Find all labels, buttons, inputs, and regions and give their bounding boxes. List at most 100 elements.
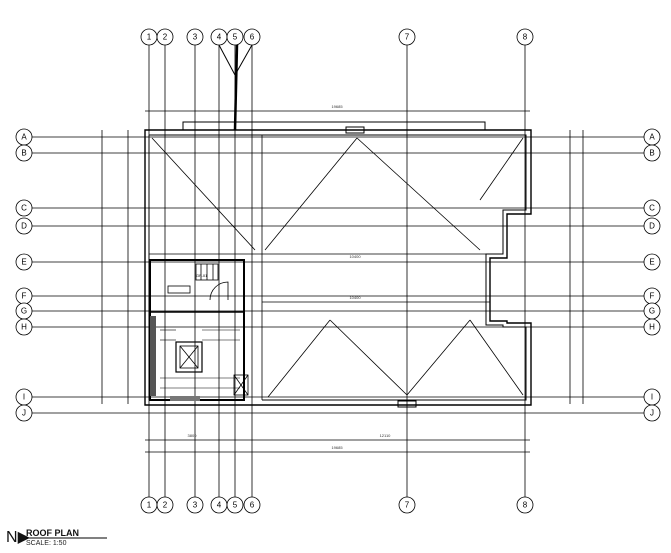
grid-bubble-label: I [651,393,653,402]
row-grid-bubble-left: F [15,287,33,305]
column-grid-bubble-bottom: 7 [398,496,416,514]
grid-bubble-label: B [21,149,26,158]
grid-bubble-label: 6 [250,501,255,510]
grid-bubble-label: B [649,149,654,158]
grid-bubble-label: 3 [193,501,198,510]
row-grid-bubble-left: I [15,388,33,406]
north-arrow: N▶ [6,527,30,547]
grid-bubble-circle [186,496,204,514]
column-grid-bubble-top: 4 [210,28,228,46]
grid-bubble-label: 5 [233,501,238,510]
dimension-lines [101,110,584,453]
grid-bubble-label: 1 [147,33,152,42]
grid-bubble-circle [15,199,33,217]
grid-bubble-label: 6 [250,33,255,42]
row-grid-bubble-left: H [15,318,33,336]
drawing-title: ROOF PLAN [26,528,79,538]
grid-bubble-label: J [650,409,654,418]
row-grid-bubble-left: D [15,217,33,235]
row-grid-bubble-right: A [643,128,661,146]
dim-bottom-bay-2: 12110 [380,433,392,438]
column-grid-bubble-top: 6 [243,28,261,46]
grid-bubble-circle [15,253,33,271]
column-grid-bubble-bottom: 5 [226,496,244,514]
dim-roof-span-lower: 10400 [349,295,361,300]
row-grid-bubble-right: B [643,144,661,162]
row-grid-bubble-right: G [643,302,661,320]
grid-bubble-circle [643,318,661,336]
grid-bubble-circle [156,28,174,46]
room-label: GF-01 [196,273,208,278]
grid-bubble-label: D [649,222,655,231]
grid-bubble-circle [398,496,416,514]
grid-bubble-label: 2 [163,33,168,42]
roof-slab-upper [149,135,524,400]
column-grid-bubble-bottom: 1 [140,496,158,514]
dim-bottom-bay-1: 3800 [188,433,198,438]
north-arrow-icon: ▶ [17,529,30,546]
grid-bubble-label: 8 [523,501,528,510]
column-grid-bubble-bottom: 6 [243,496,261,514]
column-grid-bubble-top: 2 [156,28,174,46]
grid-bubble-circle [226,496,244,514]
dim-top-overall: 19685 [331,104,343,109]
column-grid-bubble-bottom: 3 [186,496,204,514]
grid-bubble-label: 3 [193,33,198,42]
row-grid-bubble-right: I [643,388,661,406]
grid-bubble-label: 1 [147,501,152,510]
column-grid-bubble-bottom: 2 [156,496,174,514]
column-grid-bubble-bottom: 4 [210,496,228,514]
grid-bubble-circle [15,404,33,422]
grid-bubble-circle [643,144,661,162]
grid-bubble-label: F [22,292,27,301]
grid-bubble-circle [643,199,661,217]
grid-bubble-circle [643,217,661,235]
drawing-scale: SCALE: 1:50 [26,540,67,547]
column-grid-bubble-top: 7 [398,28,416,46]
grid-bubble-label: 4 [217,33,222,42]
grid-bubble-circle [516,496,534,514]
grid-bubble-label: D [21,222,27,231]
grid-bubble-circle [243,28,261,46]
grid-bubble-label: 8 [523,33,528,42]
row-grid-bubble-right: F [643,287,661,305]
grid-bubble-circle [156,496,174,514]
grid-bubble-circle [243,496,261,514]
row-grid-bubble-left: J [15,404,33,422]
grid-bubble-label: F [650,292,655,301]
column-grid-bubble-top: 5 [226,28,244,46]
grid-bubble-label: 2 [163,501,168,510]
dim-roof-span-upper: 10400 [349,254,361,259]
row-grid-bubble-right: E [643,253,661,271]
grid-bubble-label: 5 [233,33,238,42]
grid-bubble-label: E [21,258,26,267]
grid-bubble-label: C [649,204,655,213]
column-grid-bubble-bottom: 8 [516,496,534,514]
row-grid-bubble-left: C [15,199,33,217]
row-grid-bubble-right: D [643,217,661,235]
row-grid-bubble-left: B [15,144,33,162]
column-grid-bubble-top: 3 [186,28,204,46]
row-grid-bubble-left: G [15,302,33,320]
column-grid-bubble-top: 8 [516,28,534,46]
grid-bubble-label: G [21,307,27,316]
row-grid-bubble-left: E [15,253,33,271]
grid-bubble-circle [186,28,204,46]
grid-bubble-label: C [21,204,27,213]
grid-bubble-label: I [23,393,25,402]
grid-bubble-label: A [649,133,655,142]
grid-bubble-label: J [22,409,26,418]
row-grid-bubble-right: H [643,318,661,336]
grid-bubble-label: G [649,307,655,316]
north-label: N [6,529,18,546]
dim-bottom-overall: 19685 [331,445,343,450]
grid-bubble-label: 4 [217,501,222,510]
grid-bubble-circle [15,318,33,336]
grid-bubble-circle [643,404,661,422]
row-grid-bubble-right: C [643,199,661,217]
row-grid-bubble-left: A [15,128,33,146]
column-grid-bubble-top: 1 [140,28,158,46]
grid-bubble-label: A [21,133,27,142]
grid-bubble-label: H [21,323,27,332]
